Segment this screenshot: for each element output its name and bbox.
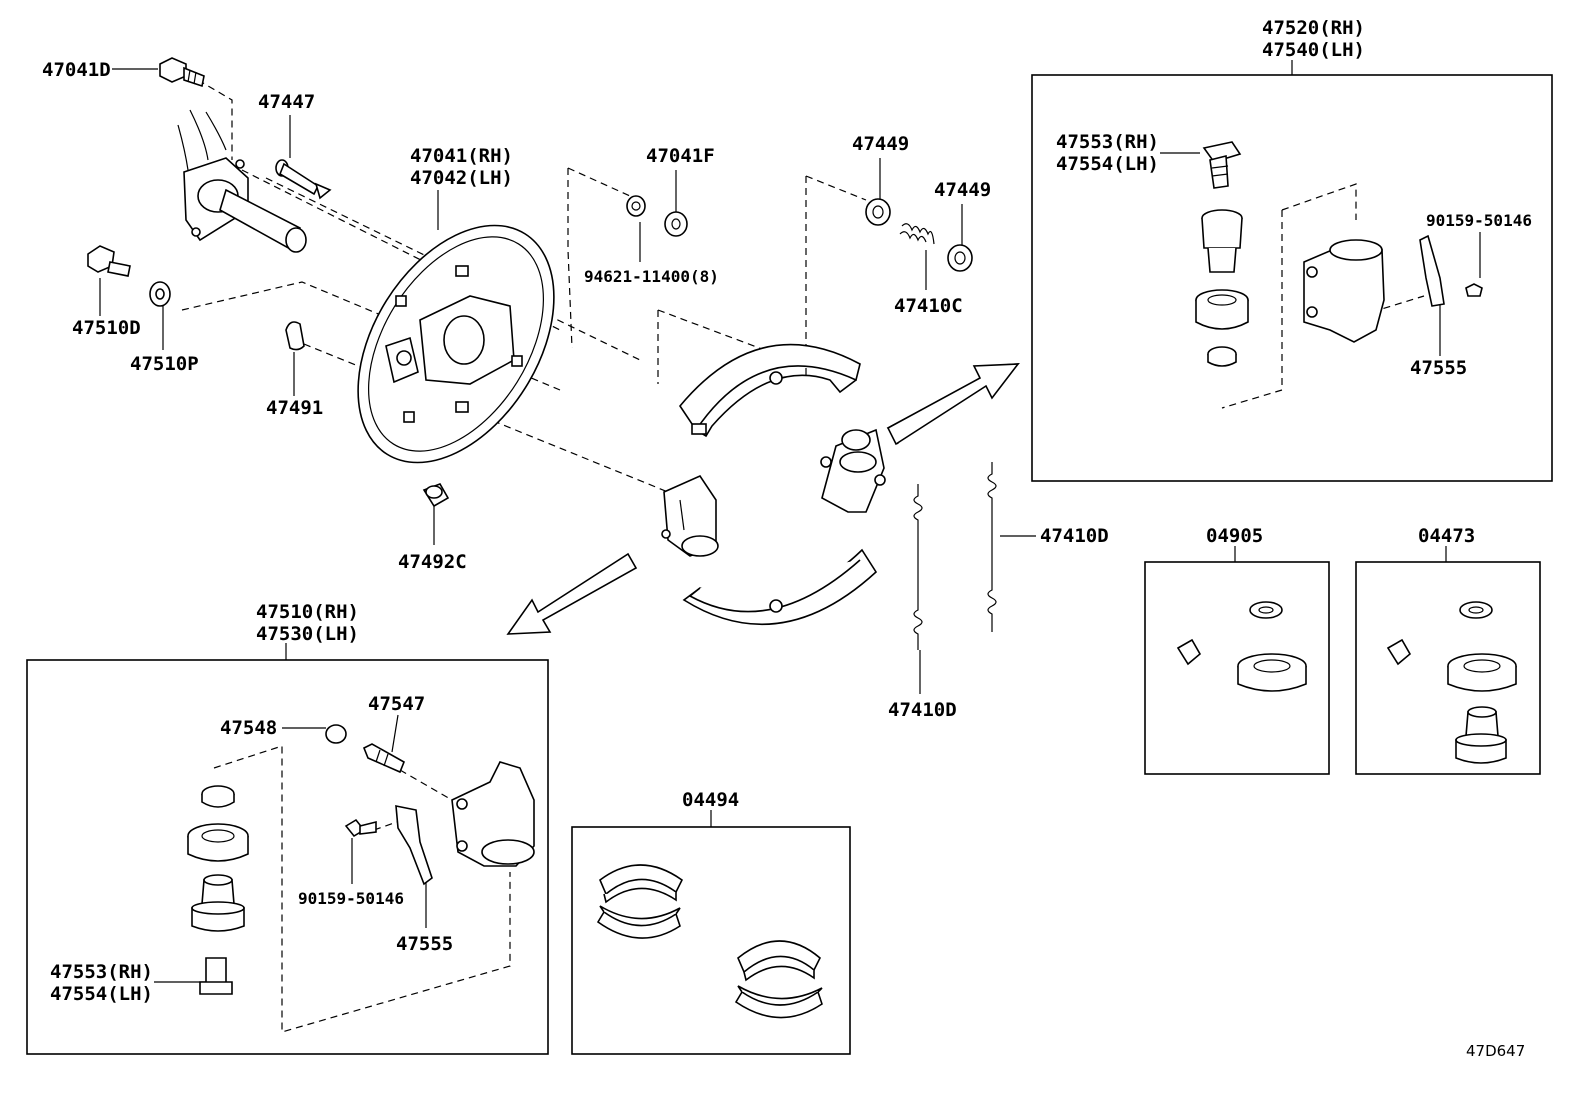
kit-box-04473 (1355, 561, 1541, 775)
backing-plate (357, 224, 555, 464)
kit-04473-parts (1386, 601, 1517, 764)
shoe-kit-04494-parts (596, 864, 823, 1019)
leader-lines (99, 60, 1481, 983)
label-47510p: 47510P (130, 353, 199, 375)
label-47553-rh-bottom: 47553(RH) (50, 961, 153, 983)
washer-47510p (149, 281, 171, 307)
axle-shaft (177, 109, 307, 253)
label-47449-a: 47449 (852, 133, 909, 155)
plug-47491 (285, 321, 305, 351)
label-47510-rh: 47510(RH) (256, 601, 359, 623)
label-47491: 47491 (266, 397, 323, 419)
label-47410d-right: 47410D (1040, 525, 1109, 547)
bleeder-screw-bottom (199, 957, 233, 995)
spring-47410d-left (913, 484, 923, 650)
cap-47449-a (865, 198, 891, 226)
label-47042-lh: 47042(LH) (410, 167, 513, 189)
wheel-cylinder-left (661, 474, 719, 557)
label-47410c: 47410C (894, 295, 963, 317)
bolt-47041d (159, 57, 205, 88)
diagram-reference: 47D647 (1466, 1042, 1525, 1060)
upper-brake-shoe (679, 343, 861, 438)
label-90159-bottom: 90159-50146 (298, 889, 404, 908)
small-seal-top (1207, 346, 1237, 367)
bracket-47555-bottom (395, 805, 433, 886)
kit-04905-parts (1176, 601, 1307, 692)
label-47449-b: 47449 (934, 179, 991, 201)
label-90159-top: 90159-50146 (1426, 211, 1532, 230)
label-47547: 47547 (368, 693, 425, 715)
nut-47041f (664, 211, 688, 237)
cup-seal-bottom (187, 823, 249, 862)
wheel-cylinder-box-bottom (26, 659, 549, 1055)
label-47540-lh: 47540(LH) (1262, 39, 1365, 61)
label-04905: 04905 (1206, 525, 1263, 547)
label-47554-lh-top: 47554(LH) (1056, 153, 1159, 175)
bolt-47510d (87, 245, 131, 277)
label-47041d: 47041D (42, 59, 111, 81)
label-47041f: 47041F (646, 145, 715, 167)
arrow-to-top-box-shape (886, 363, 1020, 446)
bracket-47555-top (1419, 234, 1445, 307)
spring-47410d-right (987, 462, 997, 632)
pin-47447 (275, 159, 332, 200)
label-47554-lh-bottom: 47554(LH) (50, 983, 153, 1005)
small-seal-bottom (201, 785, 235, 808)
label-47492c: 47492C (398, 551, 467, 573)
label-47447: 47447 (258, 91, 315, 113)
screw-90159-top (1465, 283, 1483, 297)
washer-94621 (626, 195, 646, 217)
label-47041-rh: 47041(RH) (410, 145, 513, 167)
label-04473: 04473 (1418, 525, 1475, 547)
label-04494: 04494 (682, 789, 739, 811)
screw-90159-bottom (344, 818, 377, 838)
label-47530-lh: 47530(LH) (256, 623, 359, 645)
cap-47449-b (947, 244, 973, 272)
bleeder-47547 (362, 743, 406, 774)
brake-shoe-kit-box (571, 826, 851, 1055)
cup-seal-top (1195, 289, 1249, 330)
arrow-to-bottom-box (506, 552, 638, 635)
label-47510d: 47510D (72, 317, 141, 339)
label-47553-rh-top: 47553(RH) (1056, 131, 1159, 153)
label-47520-rh: 47520(RH) (1262, 17, 1365, 39)
label-47555-top: 47555 (1410, 357, 1467, 379)
label-94621: 94621-11400(8) (584, 267, 719, 286)
cylinder-body-bottom (451, 761, 535, 867)
bleeder-cap-47492c (422, 483, 450, 508)
bleeder-screw-top (1202, 141, 1242, 189)
kit-box-04905 (1144, 561, 1330, 775)
piston-top (1201, 209, 1243, 273)
lower-brake-shoe (682, 548, 878, 625)
cylinder-body-top (1303, 239, 1385, 343)
label-47555-bottom: 47555 (396, 933, 453, 955)
cap-47548 (325, 724, 347, 744)
piston-bottom (191, 874, 245, 932)
wheel-cylinder-center (820, 428, 886, 513)
spring-47410c (899, 223, 935, 245)
label-47548: 47548 (220, 717, 277, 739)
label-47410d-bottom: 47410D (888, 699, 957, 721)
